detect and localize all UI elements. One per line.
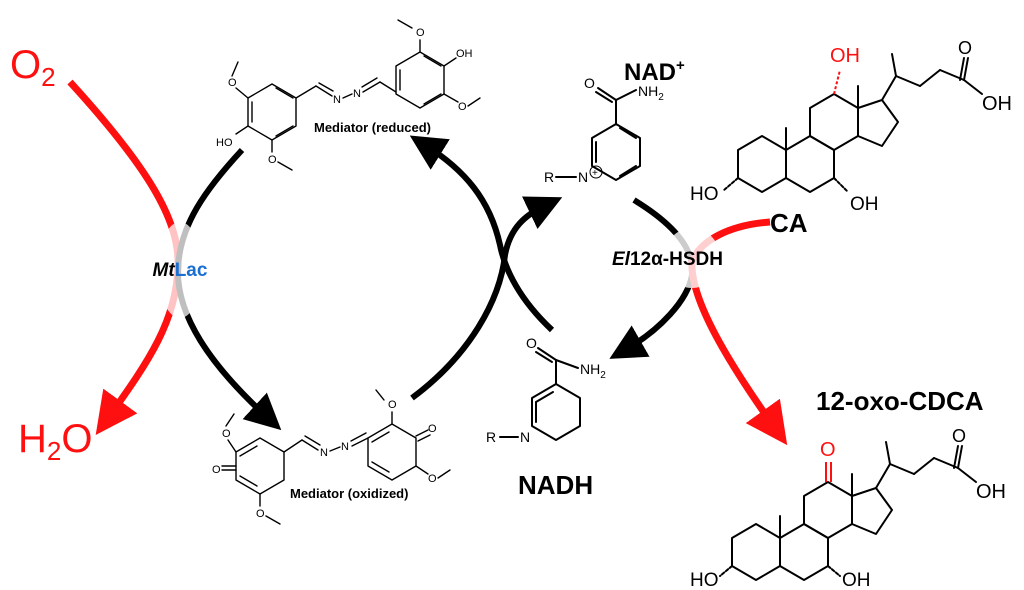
ca-12-oh: OH — [830, 45, 860, 67]
ca-3-oh: HO — [690, 184, 719, 205]
atom-o: O — [428, 423, 437, 435]
atom-o: O — [526, 335, 537, 351]
laccase-label: MtLac — [153, 260, 208, 281]
atom-o: O — [228, 77, 237, 89]
oxo-3-oh: HO — [690, 570, 719, 590]
o2-label-main: O — [10, 43, 41, 87]
atom-r: R — [486, 429, 496, 445]
hsdh-cross: El12α-HSDH — [609, 197, 788, 446]
atom-nh-sub: 2 — [658, 92, 664, 103]
atom-nh-sub: 2 — [600, 370, 606, 381]
oxo-acid-o: O — [952, 426, 966, 446]
hsdh-highlight — [664, 228, 720, 288]
nadh-label: NADH — [518, 470, 593, 500]
ca-acid-o: O — [958, 38, 972, 58]
atom-ho: HO — [216, 137, 233, 149]
atom-o: O — [428, 473, 437, 485]
atom-o: O — [416, 27, 425, 39]
atom-nh: NH — [638, 83, 658, 99]
mediator-reduced-structure: O HO O N N O OH O — [216, 19, 481, 171]
ca-7-oh: OH — [850, 194, 879, 215]
ca-acid-oh: OH — [982, 93, 1012, 115]
cholic-acid-structure: OH HO OH O OH — [690, 38, 1012, 215]
atom-n: N — [341, 441, 349, 453]
atom-n: N — [353, 88, 361, 100]
hsdh-label: El12α-HSDH — [612, 249, 723, 270]
nad-plus-structure: O NH2 N + R — [544, 75, 664, 185]
nad-plus-sup: + — [676, 57, 685, 74]
hsdh-label-plain: 12α-HSDH — [630, 249, 723, 270]
atom-o: O — [268, 154, 277, 166]
atom-n: N — [333, 94, 341, 106]
ca-label: CA — [770, 208, 808, 238]
atom-n: N — [320, 447, 328, 459]
mediator-reduced-label: Mediator (reduced) — [314, 120, 431, 135]
nadh-amide-nh2: NH2 — [580, 361, 606, 381]
hsdh-label-italic: El — [612, 249, 631, 270]
laccase-label-italic: Mt — [153, 260, 176, 281]
nad-amide-nh2: NH2 — [638, 83, 664, 103]
atom-nh: NH — [580, 361, 600, 377]
oxo-12-keto: O — [820, 439, 836, 461]
o2-label: O2 — [10, 43, 56, 92]
nadh-structure: O NH2 N R — [486, 335, 606, 445]
laccase-highlight — [158, 222, 202, 318]
oxo-acid-oh: OH — [976, 481, 1006, 503]
atom-o: O — [584, 75, 595, 91]
atom-o: O — [256, 508, 265, 520]
laccase-cross: MtLac — [67, 79, 282, 436]
h2o-label-h: H — [18, 417, 47, 461]
atom-n: N — [520, 429, 530, 445]
h2o-label-sub: 2 — [47, 436, 61, 466]
atom-o: O — [388, 399, 397, 411]
oxo-7-oh: OH — [842, 570, 871, 590]
o2-label-sub: 2 — [41, 62, 55, 92]
atom-o: O — [458, 101, 467, 113]
atom-o: O — [222, 428, 231, 440]
mediator-reduction-arrow — [409, 135, 555, 333]
oxo-cdca-structure: O HO OH O OH — [690, 426, 1006, 590]
mediator-oxidized-label: Mediator (oxidized) — [290, 486, 408, 501]
atom-oh: OH — [456, 48, 473, 60]
oxo-cdca-label: 12-oxo-CDCA — [816, 386, 984, 416]
h2o-label-o: O — [61, 417, 92, 461]
nadh-to-nad-arrow — [410, 196, 563, 401]
atom-r: R — [544, 169, 554, 185]
h2o-label: H2O — [18, 417, 92, 466]
mediator-oxidized-structure: O O O N N O O O — [212, 389, 451, 525]
atom-plus: + — [592, 168, 598, 179]
cofactor-recycling-cross — [409, 135, 563, 401]
laccase-label-plain: Lac — [175, 260, 208, 281]
atom-o: O — [212, 464, 221, 476]
atom-n: N — [578, 169, 588, 185]
nad-plus-label: NAD+ — [624, 57, 685, 86]
nad-plus-main: NAD — [624, 59, 676, 86]
